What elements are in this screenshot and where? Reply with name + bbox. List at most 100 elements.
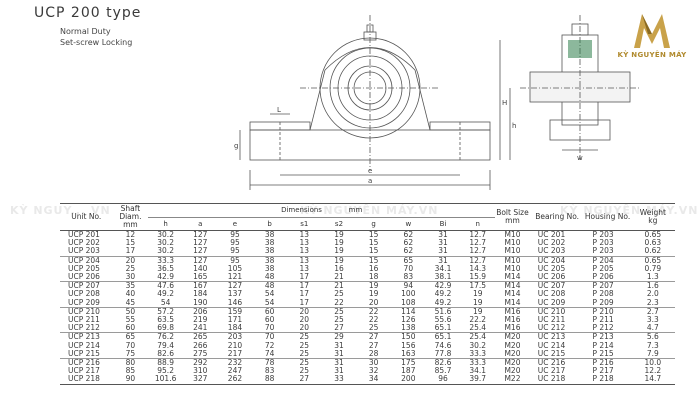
table-cell: 82.6 bbox=[425, 358, 461, 368]
header-a: a bbox=[182, 217, 218, 231]
table-cell: 2.3 bbox=[646, 297, 659, 307]
table-cell: 22 bbox=[334, 297, 344, 307]
table-cell: 266 bbox=[193, 340, 208, 350]
table-cell: 19 bbox=[472, 297, 483, 307]
table-cell: 79.4 bbox=[157, 340, 174, 350]
pillow-block-side-drawing: w bbox=[520, 15, 640, 162]
header-g: g bbox=[356, 217, 391, 231]
table-cell: 27 bbox=[286, 375, 322, 385]
table-cell: UCP 203 bbox=[68, 246, 100, 256]
table-cell: 2.7 bbox=[630, 306, 675, 317]
table-cell: 140 bbox=[193, 263, 208, 273]
table-cell: 27 bbox=[356, 332, 391, 342]
header-s1: s1 bbox=[286, 217, 322, 231]
table-cell: 55 bbox=[125, 315, 136, 325]
table-cell: 83 bbox=[264, 366, 275, 376]
table-cell: UCP 215 bbox=[68, 348, 100, 358]
table-cell: 38 bbox=[264, 238, 275, 248]
table-cell: 13 bbox=[299, 230, 310, 239]
table-cell: 114 bbox=[390, 306, 426, 317]
table-cell: 95 bbox=[217, 255, 253, 265]
table-cell: 262 bbox=[217, 375, 253, 385]
table-cell: UC 204 bbox=[529, 255, 585, 265]
table-cell: UC 207 bbox=[529, 281, 585, 291]
table-cell: 31 bbox=[438, 238, 448, 248]
table-cell: 105 bbox=[227, 263, 243, 273]
logo-m-icon bbox=[634, 14, 670, 48]
table-cell: 28 bbox=[368, 348, 379, 358]
table-cell: UCP 208 bbox=[68, 289, 100, 299]
table-cell: 57.2 bbox=[148, 306, 183, 317]
table-cell: 21 bbox=[321, 281, 357, 291]
table-cell: P 206 bbox=[592, 272, 614, 282]
table-cell: M20 bbox=[495, 358, 530, 368]
table-cell: 30 bbox=[356, 358, 391, 368]
table-cell: 0.62 bbox=[644, 246, 662, 256]
table-cell: 127 bbox=[217, 281, 253, 291]
dim-label-w: w bbox=[577, 154, 583, 162]
table-cell: 42.9 bbox=[157, 272, 174, 282]
table-cell: 13 bbox=[299, 246, 310, 256]
table-cell: 13 bbox=[299, 263, 310, 273]
table-cell: 17 bbox=[286, 281, 322, 291]
table-cell: 19 bbox=[334, 230, 344, 239]
table-cell: 16 bbox=[368, 263, 379, 273]
table-cell: 165 bbox=[193, 272, 208, 282]
table-cell: 25 bbox=[299, 348, 310, 358]
table-cell: 1.3 bbox=[646, 272, 659, 282]
table-cell: 20 bbox=[112, 255, 149, 265]
header-e: e bbox=[217, 217, 253, 231]
table-cell: P 204 bbox=[584, 255, 631, 265]
table-cell: 0.65 bbox=[644, 230, 662, 239]
table-cell: UC 215 bbox=[537, 348, 566, 358]
table-cell: UCP 201 bbox=[68, 230, 100, 239]
table-cell: UCP 206 bbox=[68, 272, 100, 282]
table-cell: 247 bbox=[227, 366, 243, 376]
table-cell: 19 bbox=[334, 246, 344, 256]
table-cell: 17 bbox=[299, 289, 310, 299]
table-cell: P 207 bbox=[584, 281, 631, 291]
table-cell: 127 bbox=[193, 246, 208, 256]
table-cell: 30.2 bbox=[157, 246, 174, 256]
dim-label-L: L bbox=[277, 106, 281, 114]
table-cell: 292 bbox=[182, 358, 218, 368]
table-cell: 100 bbox=[401, 289, 416, 299]
table-cell: 95.2 bbox=[157, 366, 174, 376]
table-cell: 150 bbox=[390, 332, 426, 342]
table-cell: 17 bbox=[299, 297, 310, 307]
table-cell: M10 bbox=[504, 246, 521, 256]
table-cell: UCP 217 bbox=[68, 366, 100, 376]
table-cell: 25 bbox=[125, 263, 136, 273]
table-cell: 80 bbox=[112, 358, 149, 368]
table-cell: 72 bbox=[264, 340, 275, 350]
table-cell: 48 bbox=[264, 272, 275, 282]
table-cell: 65 bbox=[390, 255, 426, 265]
table-cell: 159 bbox=[217, 306, 253, 317]
table-cell: M16 bbox=[504, 315, 521, 325]
table-cell: UCP 216 bbox=[60, 358, 113, 368]
table-cell: 265 bbox=[182, 332, 218, 342]
table-cell: 206 bbox=[182, 306, 218, 317]
table-cell: 60 bbox=[125, 323, 136, 333]
table-cell: 25 bbox=[286, 358, 322, 368]
table-cell: 7.3 bbox=[646, 340, 659, 350]
table-cell: UCP 202 bbox=[68, 238, 100, 248]
table-cell: 327 bbox=[182, 375, 218, 385]
table-cell: 13 bbox=[299, 238, 310, 248]
table-cell: P 213 bbox=[584, 332, 631, 342]
table-cell: 45 bbox=[125, 297, 136, 307]
table-cell: 21 bbox=[334, 272, 344, 282]
table-cell: 47.6 bbox=[148, 281, 183, 291]
table-cell: UCP 204 bbox=[60, 255, 113, 265]
table-cell: 156 bbox=[401, 340, 416, 350]
table-cell: 20 bbox=[299, 315, 310, 325]
table-cell: P 209 bbox=[592, 297, 614, 307]
table-cell: 65 bbox=[112, 332, 149, 342]
